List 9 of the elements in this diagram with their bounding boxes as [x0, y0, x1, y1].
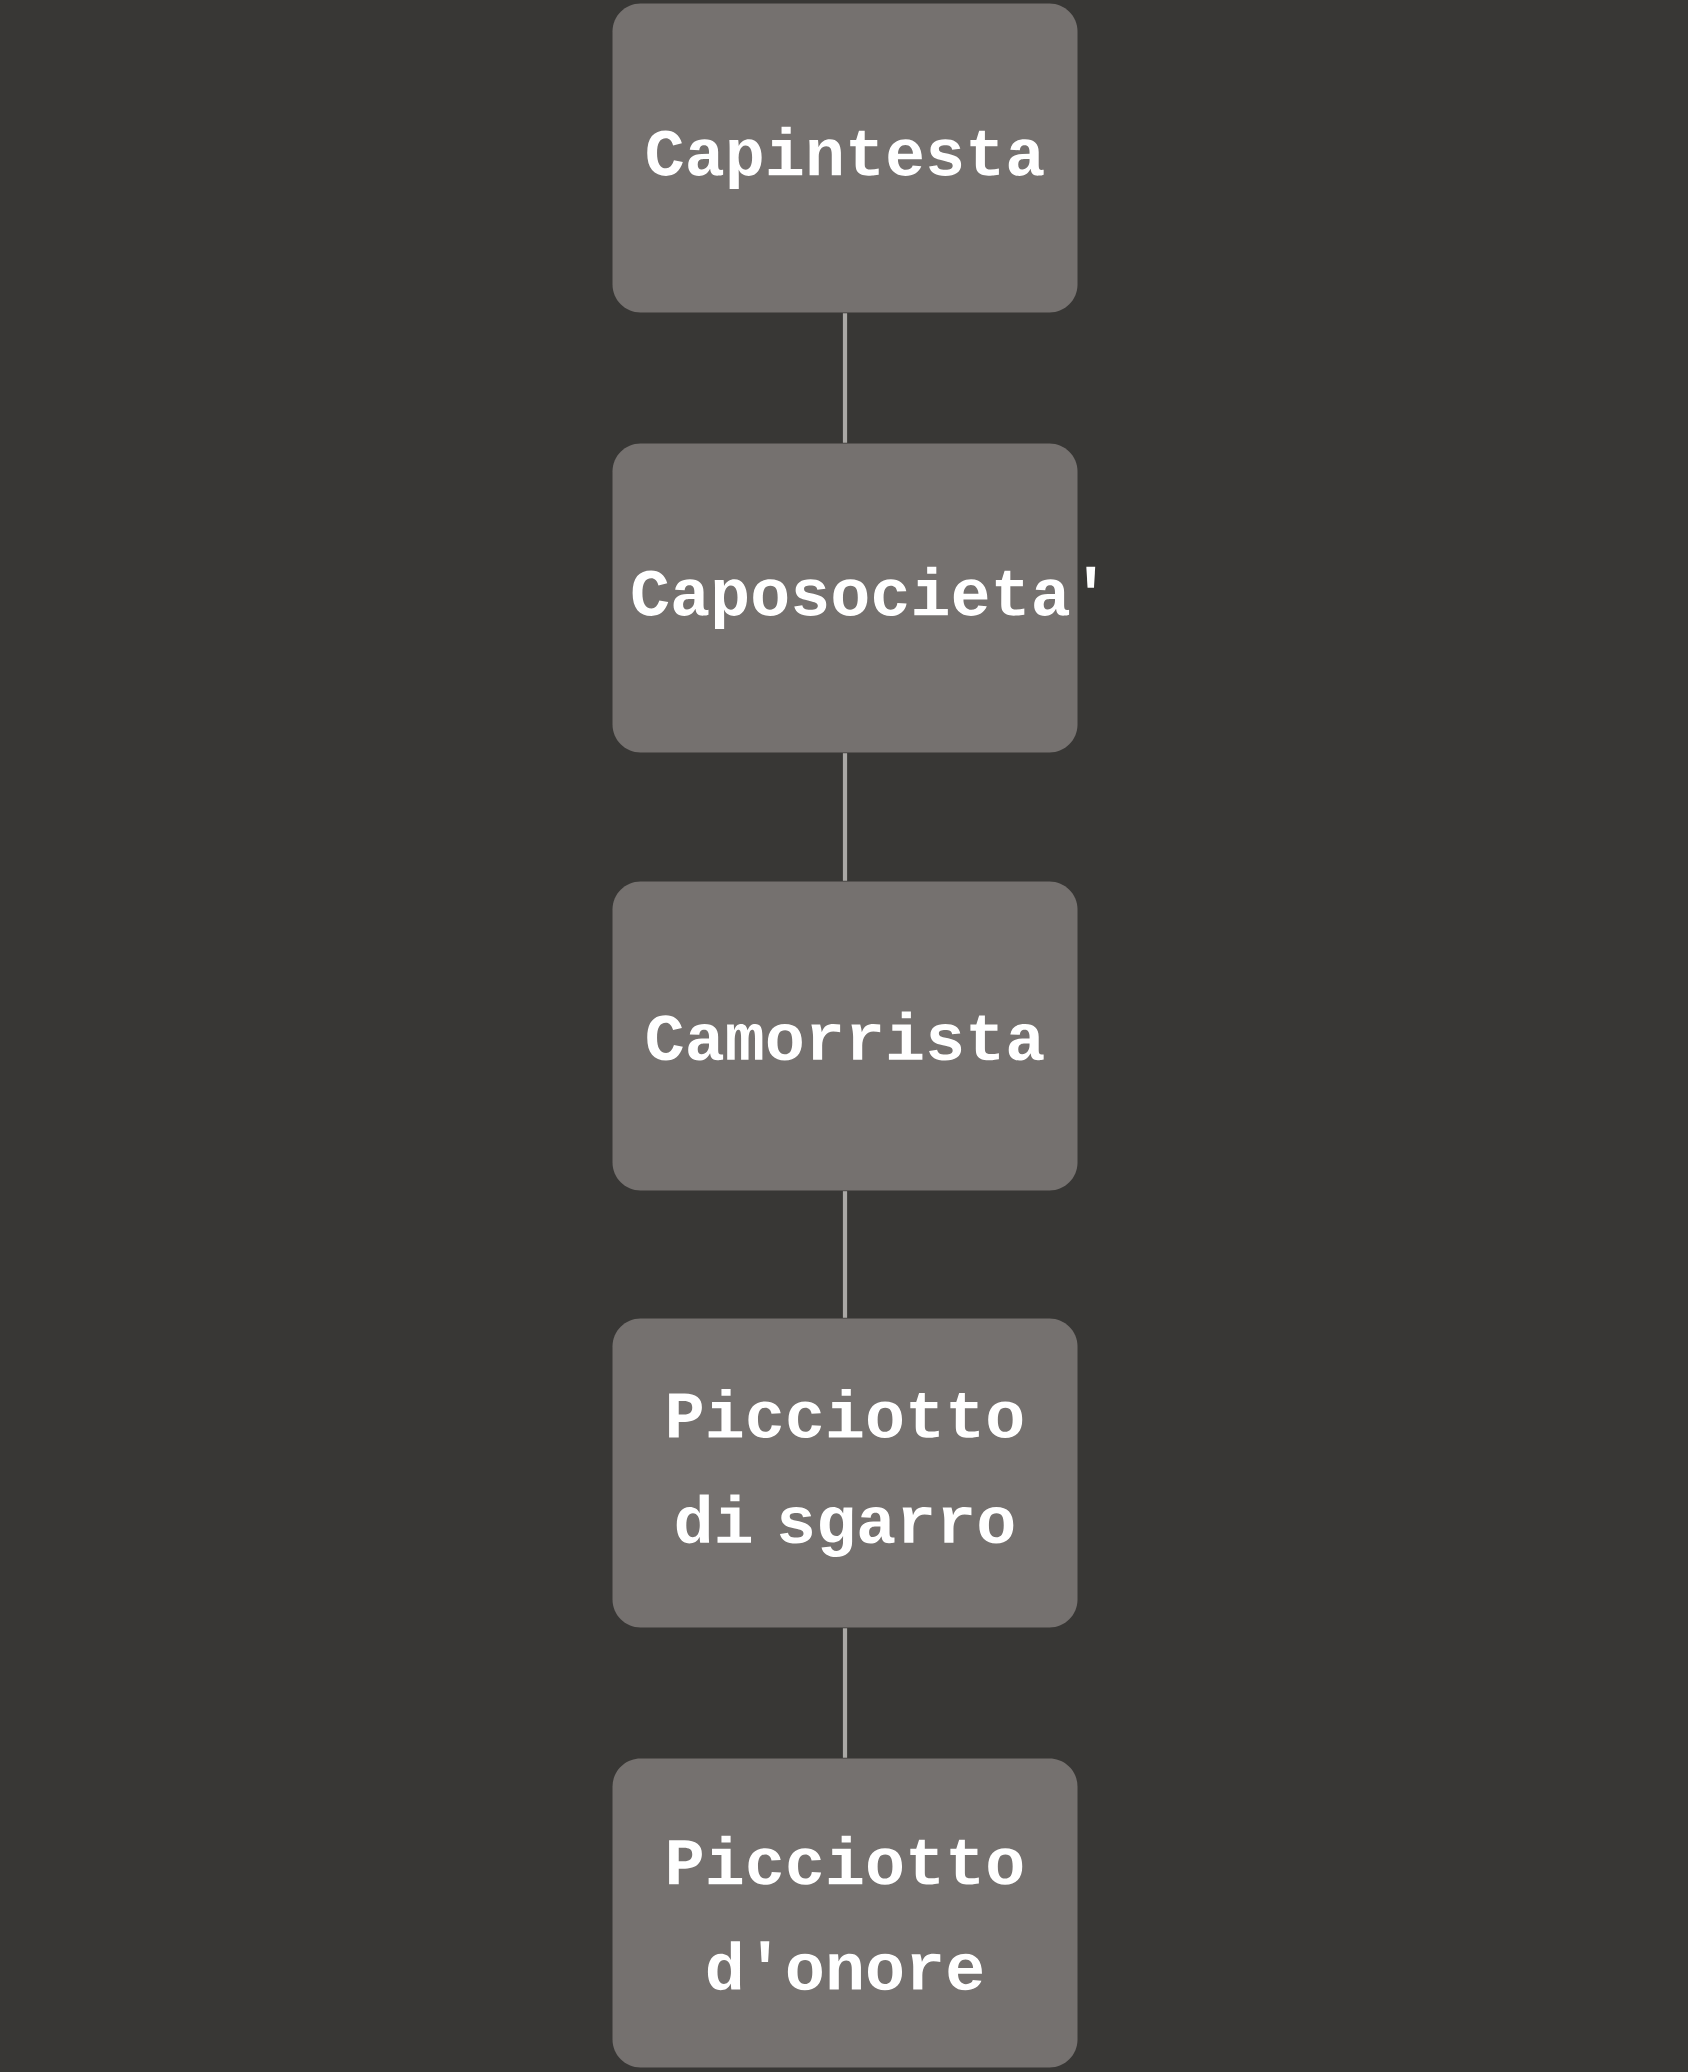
rank-box: Camorrista	[612, 881, 1078, 1191]
connector-line	[842, 1191, 848, 1318]
rank-box: Picciotto di sgarro	[612, 1318, 1078, 1628]
rank-box: Capintesta	[612, 3, 1078, 313]
connector-line	[842, 753, 848, 881]
connector-line	[842, 313, 848, 443]
connector-line	[842, 1628, 848, 1758]
rank-box: Caposocieta'	[612, 443, 1096, 753]
rank-box: Picciotto d'onore	[612, 1758, 1078, 2068]
